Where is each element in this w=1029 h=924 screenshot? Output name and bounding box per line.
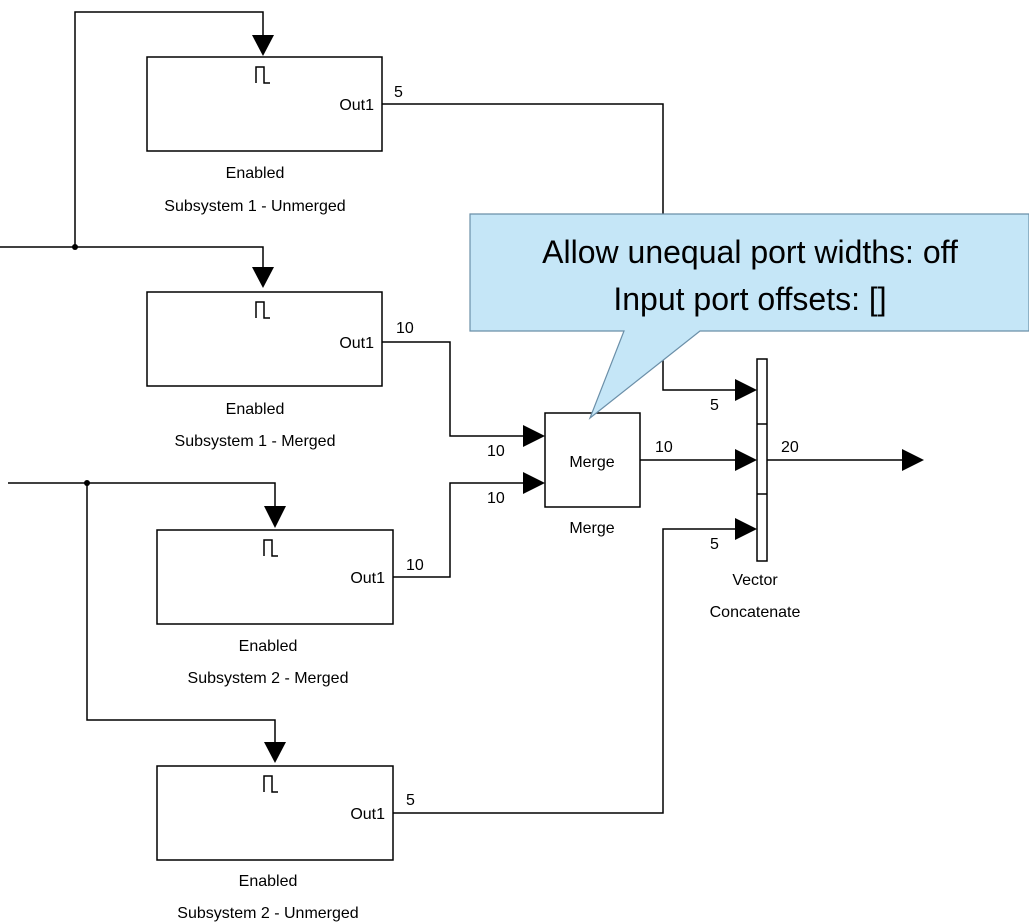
- signal-width-label: 5: [710, 536, 719, 553]
- block-caption-line1: Enabled: [239, 638, 298, 655]
- signal-sub1-merged-out[interactable]: [382, 341, 530, 437]
- subsystem-2-unmerged-block[interactable]: Out1: [156, 765, 394, 861]
- block-caption-line2: Subsystem 2 - Merged: [188, 670, 349, 687]
- vector-concatenate-block[interactable]: [756, 358, 768, 562]
- merge-block-label: Merge: [569, 454, 614, 471]
- enable-line-sub1[interactable]: [0, 11, 264, 248]
- signal-sub2-merged-out[interactable]: [393, 482, 530, 578]
- signal-width-label: 5: [406, 792, 415, 809]
- block-caption-line2: Subsystem 1 - Merged: [175, 433, 336, 450]
- branch-point: [84, 480, 90, 486]
- subsystem-1-merged-block[interactable]: Out1: [146, 291, 383, 387]
- callout-tooltip: Allow unequal port widths: off Input por…: [469, 213, 1029, 420]
- block-caption-line1: Enabled: [239, 873, 298, 890]
- arrowhead: [523, 425, 545, 447]
- enable-pulse-icon: [255, 301, 270, 319]
- enable-line-sub2[interactable]: [8, 482, 276, 510]
- signal-width-label: 10: [406, 557, 424, 574]
- arrowhead: [735, 518, 757, 540]
- block-caption-line2: Subsystem 1 - Unmerged: [164, 198, 345, 215]
- enable-branch-sub2-unmerged[interactable]: [86, 483, 276, 746]
- callout-line2: Input port offsets: []: [613, 281, 886, 317]
- signal-width-label: 5: [710, 397, 719, 414]
- enable-pulse-icon: [263, 539, 278, 557]
- arrowhead: [252, 35, 274, 56]
- subsystem-1-unmerged-block[interactable]: Out1: [146, 56, 383, 152]
- port-label-out1: Out1: [350, 570, 385, 587]
- signal-width-label: 10: [655, 439, 673, 456]
- signal-width-label: 10: [487, 443, 505, 460]
- subsystem-2-merged-block[interactable]: Out1: [156, 529, 394, 625]
- arrowhead: [735, 449, 757, 471]
- callout-line1: Allow unequal port widths: off: [542, 234, 958, 270]
- block-caption-line2: Subsystem 2 - Unmerged: [177, 905, 358, 922]
- signal-sub2-unmerged-out[interactable]: [393, 528, 738, 814]
- signal-width-label: 5: [394, 84, 403, 101]
- arrowhead: [264, 506, 286, 528]
- port-label-out1: Out1: [339, 335, 374, 352]
- arrowhead: [264, 742, 286, 763]
- merge-block[interactable]: Merge: [544, 412, 641, 508]
- arrowhead: [735, 379, 757, 401]
- merge-block-caption: Merge: [569, 520, 614, 537]
- enable-pulse-icon: [263, 775, 278, 793]
- arrowhead: [523, 472, 545, 494]
- port-label-out1: Out1: [350, 806, 385, 823]
- callout-bubble: [469, 213, 1029, 420]
- enable-pulse-icon: [255, 66, 270, 84]
- branch-point: [72, 244, 78, 250]
- signal-width-label: 10: [396, 320, 414, 337]
- signal-width-label: 10: [487, 490, 505, 507]
- concat-caption-line2: Concatenate: [710, 604, 801, 621]
- port-label-out1: Out1: [339, 97, 374, 114]
- concat-caption-line1: Vector: [732, 572, 778, 589]
- arrowhead: [252, 267, 274, 288]
- signal-width-label: 20: [781, 439, 799, 456]
- block-caption-line1: Enabled: [226, 401, 285, 418]
- enable-branch-sub1-merged[interactable]: [75, 246, 264, 273]
- arrowhead: [902, 449, 924, 471]
- block-caption-line1: Enabled: [226, 165, 285, 182]
